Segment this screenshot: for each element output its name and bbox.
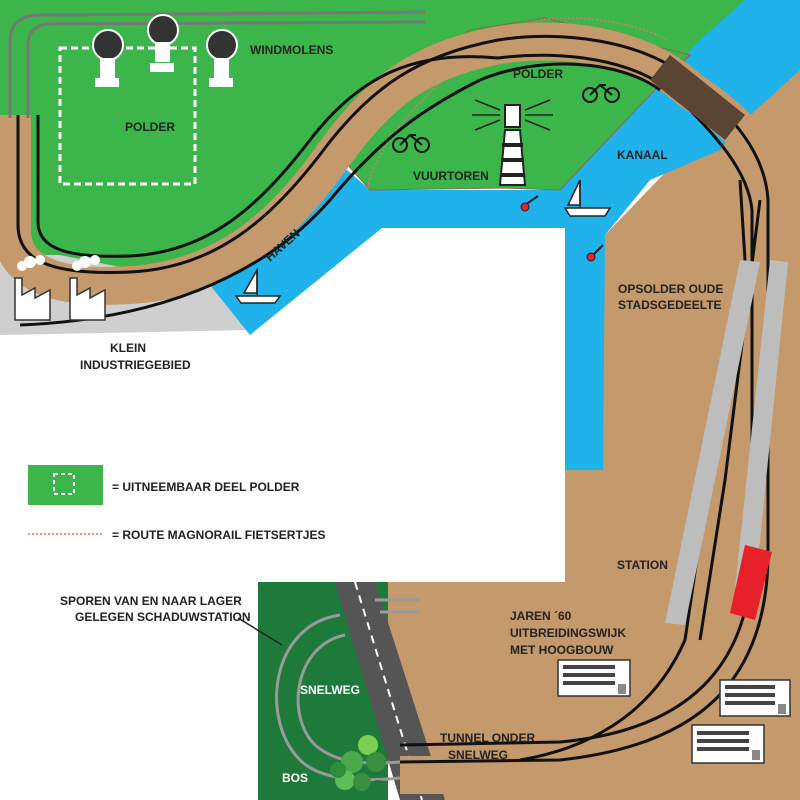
label-jaren-3: MET HOOGBOUW [510,643,614,657]
factory-icon [69,255,106,321]
legend-polder-swatch [28,465,103,505]
platform-main [665,260,760,625]
label-windmolens: WINDMOLENS [250,43,333,57]
tree-icon [330,735,388,800]
removable-polder-outline [58,46,197,186]
label-station: STATION [617,558,668,572]
label-opsolder-2: STADSGEDEELTE [618,298,722,312]
signal-icon [586,244,604,262]
legend-magnorail-label: = ROUTE MAGNORAIL FIETSERTJES [112,528,325,542]
label-kanaal: KANAAL [617,148,668,162]
windmill-icon [206,29,238,87]
sailboat-icon [234,267,282,304]
upper-tracks [8,10,426,118]
label-sporen-1: SPOREN VAN EN NAAR LAGER [60,594,242,608]
label-jaren-2: UITBREIDINGSWIJK [510,626,626,640]
canal-water [210,0,800,470]
label-klein-1: KLEIN [110,341,146,355]
factory-icon [14,255,51,321]
bicycle-icon [582,83,620,103]
empty-area [0,228,565,800]
windmill-icon [147,14,179,72]
label-polder-left: POLDER [125,120,175,134]
platform-upper [735,260,788,590]
canal-bridge [650,55,745,140]
bicycle-icon [392,133,430,153]
label-opsolder-1: OPSOLDER OUDE [618,282,723,296]
earth-area-lower [385,300,800,800]
apartment-building-icon [691,724,765,764]
highway-centerline [354,581,423,800]
sailboat-icon [563,179,612,217]
signal-icon [520,195,539,212]
track-bed [0,22,794,794]
label-polder-right: POLDER [513,67,563,81]
station-building [730,545,772,620]
callout-line [237,617,283,646]
label-bos: BOS [282,771,308,785]
windmill-icon [92,29,124,87]
apartment-building-icon [719,679,791,717]
label-klein-2: INDUSTRIEGEBIED [80,358,191,372]
label-vuurtoren: VUURTOREN [413,169,489,183]
apartment-building-icon [557,659,631,697]
label-sporen-2: GELEGEN SCHADUWSTATION [75,610,251,624]
magnorail-route [367,17,669,189]
label-snelweg: SNELWEG [300,683,360,697]
legend-polder-label: = UITNEEMBAAR DEEL POLDER [112,480,300,494]
label-jaren-1: JAREN ´60 [510,609,572,623]
label-tunnel-2: SNELWEG [448,748,508,762]
lighthouse-icon [472,99,553,186]
label-tunnel-1: TUNNEL ONDER [440,731,535,745]
legend-polder-dashed-box [53,473,75,495]
